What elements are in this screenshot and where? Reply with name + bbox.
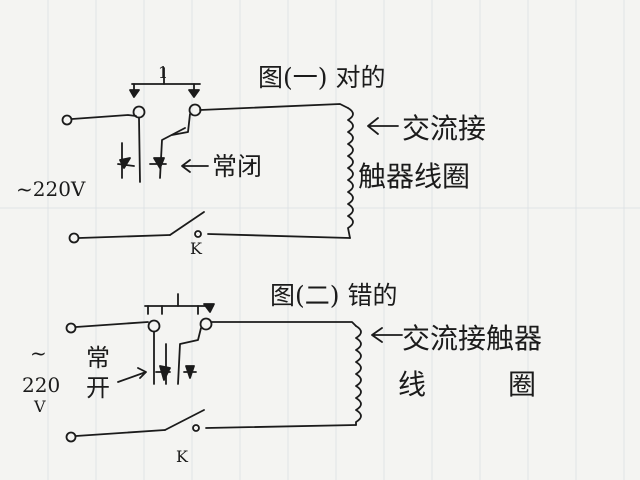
switch-k-label-2: K <box>176 447 189 466</box>
pushbutton-arrow-left <box>129 89 140 98</box>
coil-winding <box>347 107 354 239</box>
pushbutton-arrow-2 <box>203 303 215 313</box>
coil-feed-wire-2 <box>211 321 357 327</box>
switch-k-blade-2 <box>164 409 205 431</box>
internal-wire-2b <box>177 327 202 385</box>
internal-wire-c <box>159 127 186 179</box>
no-contact-symbol-1 <box>155 365 171 381</box>
coil-label-line-1: 交流接 <box>402 112 486 145</box>
nc-contact-symbol-1 <box>117 157 135 169</box>
diagram-one <box>61 67 399 244</box>
coil-winding-2 <box>355 325 362 426</box>
contact-terminal-right <box>188 103 202 117</box>
no-contact-label-line-2: 开 <box>86 374 110 402</box>
contact-terminal-left <box>132 105 146 119</box>
pushbutton-arrow-right <box>188 89 200 98</box>
supply-voltage-tilde-2: ~ <box>30 341 47 365</box>
no-contact-symbol-2 <box>183 365 197 379</box>
supply-voltage-number-2: 220 <box>22 373 60 397</box>
switch-k-pivot-2 <box>192 424 200 432</box>
diagram-one-title: 图(一) 对的 <box>258 63 385 92</box>
contact-terminal-left-2 <box>147 319 161 333</box>
supply-terminal-bottom-2 <box>65 431 77 443</box>
coil-pointer-arrow-2 <box>371 327 403 343</box>
supply-wire-bottom-2 <box>75 429 166 437</box>
supply-terminal-top <box>61 114 73 126</box>
supply-voltage-label: ~220V <box>16 177 86 201</box>
nc-contact-label: 常闭 <box>212 152 262 181</box>
supply-wire-top <box>71 114 137 120</box>
coil-feed-wire <box>199 103 349 111</box>
no-contact-label-line-1: 常 <box>86 344 110 372</box>
diagram-two <box>65 293 403 443</box>
supply-wire-top-2 <box>75 321 149 328</box>
pushbutton-leg-left-2 <box>147 305 199 315</box>
coil-label-line-2a-2: 线 <box>398 368 426 401</box>
coil-label-line-1-2: 交流接触器 <box>402 322 542 355</box>
internal-wire-a <box>138 117 141 183</box>
coil-return-wire <box>207 233 351 239</box>
contact-terminal-right-2 <box>199 317 213 331</box>
nc-contact-symbol-2 <box>149 157 167 169</box>
supply-wire-bottom <box>78 234 171 239</box>
diagram-two-title: 图(二) 错的 <box>270 281 397 310</box>
supply-voltage-unit-2: V <box>33 397 46 416</box>
coil-pointer-arrow <box>367 117 399 135</box>
switch-k-blade <box>169 211 205 236</box>
supply-terminal-top-2 <box>65 322 77 334</box>
switch-k-label: K <box>190 239 203 258</box>
no-pointer-arrow <box>117 367 147 383</box>
supply-terminal-bottom <box>68 232 80 244</box>
switch-k-pivot <box>194 230 202 238</box>
coil-return-wire-2 <box>205 424 357 429</box>
nc-pointer-arrow <box>181 159 209 173</box>
coil-label-line-2b-2: 圈 <box>508 368 536 401</box>
pushbutton-number: 1 <box>158 63 168 82</box>
coil-label-line-2: 触器线圈 <box>358 160 470 193</box>
internal-wire-b <box>171 113 191 136</box>
